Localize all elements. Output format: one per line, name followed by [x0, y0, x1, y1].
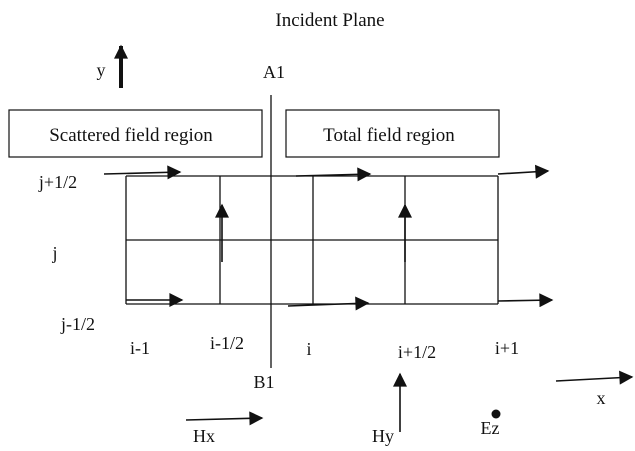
hy-legend-label: Hy: [372, 426, 394, 446]
hx-field-arrow-bottom-right: [497, 293, 554, 308]
scattered-field-region-label: Scattered field region: [49, 125, 213, 146]
column-label-i-minus-half: i-1/2: [210, 333, 244, 353]
y-axis-label: y: [97, 60, 106, 80]
column-label-i-plus-half: i+1/2: [398, 342, 436, 362]
row-label-j: j: [51, 243, 57, 263]
x-axis-label: x: [597, 388, 606, 408]
hx-field-arrow-top-left: [103, 165, 182, 180]
column-label-i-plus-1: i+1: [495, 338, 519, 358]
boundary-label-b1: B1: [253, 372, 274, 392]
diagram-title: Incident Plane: [275, 10, 384, 31]
hx-field-arrow-top-right: [497, 164, 550, 179]
column-label-i: i: [306, 339, 311, 359]
row-label-j-plus-half: j+1/2: [38, 172, 77, 192]
hx-field-arrow-top-middle: [295, 167, 372, 182]
scattered-field-region-box: Scattered field region: [8, 109, 263, 158]
row-label-j-minus-half: j-1/2: [60, 314, 95, 334]
total-field-region-label: Total field region: [323, 125, 455, 146]
boundary-label-a1: A1: [263, 62, 285, 82]
total-field-region-box: Total field region: [285, 109, 500, 158]
hx-field-arrow-bottom-middle: [287, 296, 370, 311]
hx-legend-arrow: [185, 411, 264, 426]
ez-legend-label: Ez: [481, 418, 500, 438]
yee-grid: [125, 175, 499, 305]
column-label-i-minus-1: i-1: [130, 338, 150, 358]
hx-legend-label: Hx: [193, 426, 215, 446]
x-axis-arrow: [555, 370, 634, 385]
ez-legend-dot: [491, 409, 501, 419]
